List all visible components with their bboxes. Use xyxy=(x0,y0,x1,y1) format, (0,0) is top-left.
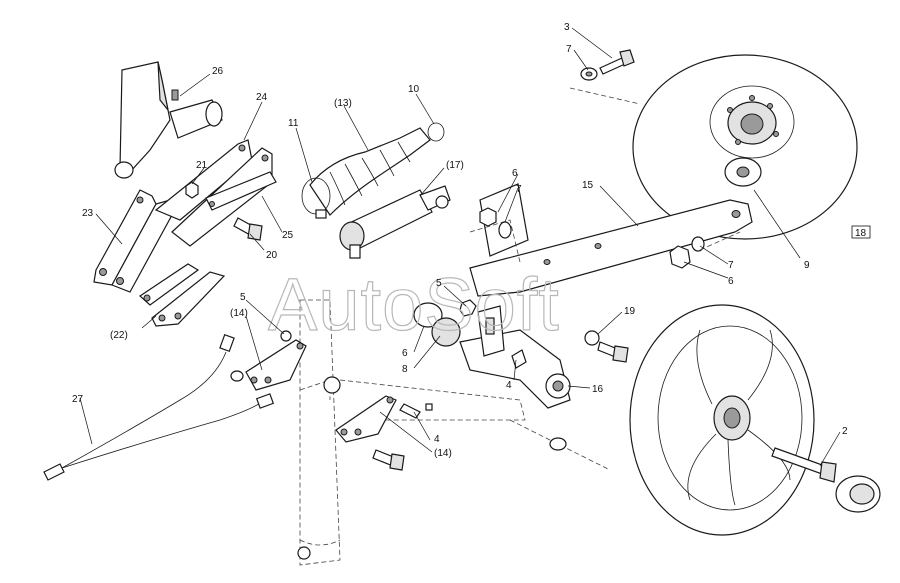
plate-14-right xyxy=(335,395,397,443)
nut-21 xyxy=(185,181,199,199)
callout-25: 25 xyxy=(282,230,294,241)
callout-10: 10 xyxy=(408,84,420,95)
bolt-bottom xyxy=(372,449,405,471)
boot-13 xyxy=(309,127,431,216)
callout-4-lower: 4 xyxy=(434,434,440,445)
callout-3: 3 xyxy=(564,22,570,33)
bracket-23 xyxy=(93,189,173,293)
callout-18: 18 xyxy=(855,228,867,239)
callout-6-middle: 6 xyxy=(402,348,408,359)
clamp-10 xyxy=(427,122,445,142)
callout-24: 24 xyxy=(256,92,268,103)
callout-4-right: 4 xyxy=(506,380,512,391)
axle-bolt-2 xyxy=(771,447,881,513)
callout-19: 19 xyxy=(624,306,636,317)
callout-26: 26 xyxy=(212,66,224,77)
cable-27 xyxy=(43,333,275,481)
callout-14-left: (14) xyxy=(230,308,248,319)
clamp-11 xyxy=(301,177,331,219)
callout-9: 9 xyxy=(804,260,810,271)
callout-5-left: 5 xyxy=(240,292,246,303)
nut-6-upper xyxy=(479,207,512,239)
plate-22 xyxy=(139,263,226,327)
plate-14-left xyxy=(230,330,307,391)
bolt-19 xyxy=(584,330,629,363)
cover-26 xyxy=(114,61,223,179)
callout-13: (13) xyxy=(334,98,352,109)
wheel xyxy=(629,304,815,536)
arm-15 xyxy=(469,183,753,297)
callout-7-right: 7 xyxy=(728,260,734,271)
leader-lines xyxy=(79,27,841,467)
bolt-4-middle xyxy=(399,403,433,419)
callout-8: 8 xyxy=(402,364,408,375)
callout-23: 23 xyxy=(82,208,94,219)
frame xyxy=(297,299,611,566)
actuator-17 xyxy=(339,185,451,259)
bolt-3 xyxy=(580,49,635,81)
callout-11: 11 xyxy=(288,118,299,129)
callout-20: 20 xyxy=(266,250,278,261)
callout-18-box xyxy=(851,225,871,239)
callout-27: 27 xyxy=(72,394,84,405)
callout-21: 21 xyxy=(196,160,208,171)
callout-16: 16 xyxy=(592,384,604,395)
callout-6-right: 6 xyxy=(728,276,734,287)
callout-6-upper: 6 xyxy=(512,168,518,179)
bracket-25 xyxy=(205,171,277,211)
disc-assembly xyxy=(632,54,858,240)
callout-7-top: 7 xyxy=(566,44,572,55)
callout-2: 2 xyxy=(842,426,848,437)
bushing-8 xyxy=(413,299,477,347)
callout-15: 15 xyxy=(582,180,594,191)
bolt-20 xyxy=(233,217,263,241)
callout-labels: 26 24 21 23 25 20 (22) 11 (13) 10 (17) 3… xyxy=(72,22,871,459)
callout-17: (17) xyxy=(446,160,464,171)
callout-14-lower: (14) xyxy=(434,448,452,459)
callout-5-middle: 5 xyxy=(436,278,442,289)
watermark-text: AutoSoft xyxy=(268,263,560,346)
callout-7-upper: 7 xyxy=(516,184,522,195)
callout-22: (22) xyxy=(110,330,128,341)
